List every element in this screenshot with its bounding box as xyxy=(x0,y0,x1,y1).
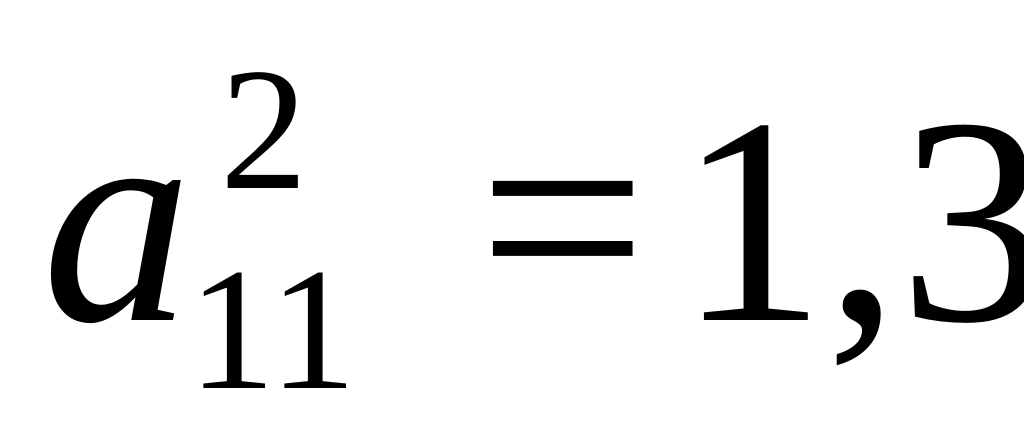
formula-superscript: 2 xyxy=(220,32,308,226)
formula-subscript: 11 xyxy=(188,232,357,426)
formula-variable: a xyxy=(42,53,192,385)
formula-value: 1,3 xyxy=(678,57,1024,384)
formula-operator: = xyxy=(478,51,647,383)
